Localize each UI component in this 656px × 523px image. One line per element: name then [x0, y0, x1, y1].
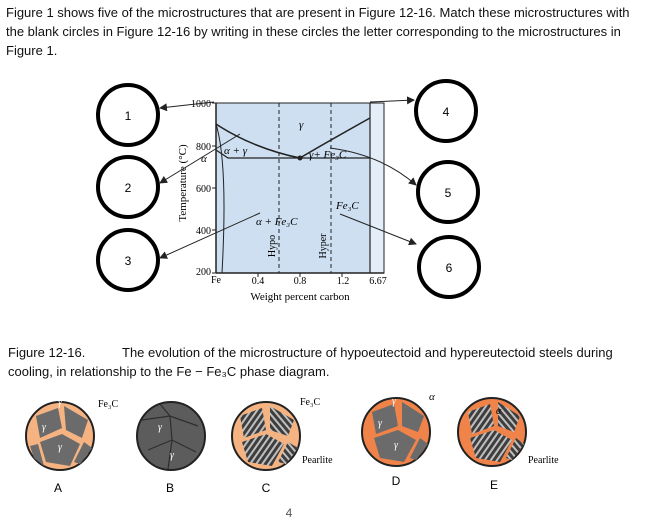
region-gamma-fe3c: γ+ Fe₃C: [309, 149, 347, 161]
micro-d-label-3: γ: [394, 440, 399, 451]
region-alpha: α: [201, 153, 207, 165]
diagram-field: [215, 102, 385, 274]
region-gamma: γ: [299, 119, 304, 131]
xtick-fe: Fe: [211, 275, 222, 286]
blank-circle-1[interactable]: [96, 83, 160, 147]
blank-circle-2[interactable]: [96, 155, 160, 219]
blank-circle-6[interactable]: [417, 235, 481, 299]
region-alpha-gamma: α + γ: [224, 145, 248, 157]
micro-c-label-fe3c: Fe₃C: [300, 397, 320, 408]
micro-d-label-alpha: α: [429, 391, 435, 403]
xtick-0-4: 0.4: [252, 276, 265, 287]
micro-b-label-1: γ: [158, 422, 163, 433]
label-hyper: Hyper: [318, 233, 329, 259]
micro-a-label-3: γ: [58, 442, 63, 453]
circle-number-2: 2: [125, 181, 132, 195]
micro-b-letter: B: [166, 481, 174, 495]
caption-text: The evolution of the microstructure of h…: [8, 345, 613, 379]
blank-circle-4[interactable]: [414, 79, 478, 143]
micro-d-letter: D: [392, 474, 401, 488]
circle-number-3: 3: [125, 254, 132, 268]
micro-e-label-alpha: α: [496, 406, 502, 417]
region-alpha-fe3c: α + Fe₃C: [256, 216, 298, 228]
circle-number-5: 5: [445, 186, 452, 200]
circle-number-6: 6: [446, 261, 453, 275]
ytick-400: 400: [196, 226, 211, 237]
micro-a-letter: A: [54, 481, 62, 495]
micro-e-label-pearlite: Pearlite: [528, 455, 559, 466]
micro-a-label-1: γ: [58, 397, 63, 408]
microstructure-c: Fe₃C Pearlite C: [231, 397, 333, 495]
intro-text: Figure 1 shows five of the microstructur…: [6, 5, 630, 58]
xtick-1-2: 1.2: [337, 276, 350, 287]
blank-circles: 1 2 3 4 5 6: [96, 79, 481, 299]
microstructure-b: γ γ B: [136, 401, 206, 495]
microstructure-e: α Pearlite E: [457, 397, 559, 492]
micro-c-letter: C: [262, 481, 271, 495]
xtick-0-8: 0.8: [294, 276, 307, 287]
micro-d-label-2: γ: [378, 418, 383, 429]
caption-figure-number: Figure 12-16.: [8, 345, 86, 360]
micro-d-label-1: γ: [392, 396, 397, 407]
ytick-600: 600: [196, 184, 211, 195]
micro-a-label-fe3c: Fe₃C: [98, 399, 118, 410]
xtick-6-67: 6.67: [369, 276, 387, 287]
micro-c-label-pearlite: Pearlite: [302, 455, 333, 466]
y-axis-label: Temperature (°C): [177, 144, 189, 222]
ytick-1000: 1000: [191, 99, 211, 110]
page-number: 4: [286, 506, 293, 520]
micro-a-label-2: γ: [42, 422, 47, 433]
micro-e-letter: E: [490, 478, 498, 492]
ytick-800: 800: [196, 142, 211, 153]
label-hypo: Hypo: [267, 235, 278, 257]
figure-caption: Figure 12-16.The evolution of the micros…: [8, 343, 648, 381]
circle-number-4: 4: [443, 105, 450, 119]
phase-diagram: 1000 800 600 400 200 Fe 0.4 0.8 1.2 6.67…: [159, 96, 417, 303]
blank-circle-5[interactable]: [416, 160, 480, 224]
micro-b-label-2: γ: [170, 450, 175, 461]
ytick-200: 200: [196, 267, 211, 278]
microstructure-a: γ γ γ Fe₃C A: [25, 397, 118, 495]
blank-circle-3[interactable]: [96, 228, 160, 292]
region-fe3c: Fe₃C: [335, 200, 359, 212]
x-axis-label: Weight percent carbon: [250, 291, 350, 303]
microstructure-d: γ γ γ α D: [361, 391, 435, 488]
fe3c-column: [369, 102, 385, 274]
circle-number-1: 1: [125, 109, 132, 123]
